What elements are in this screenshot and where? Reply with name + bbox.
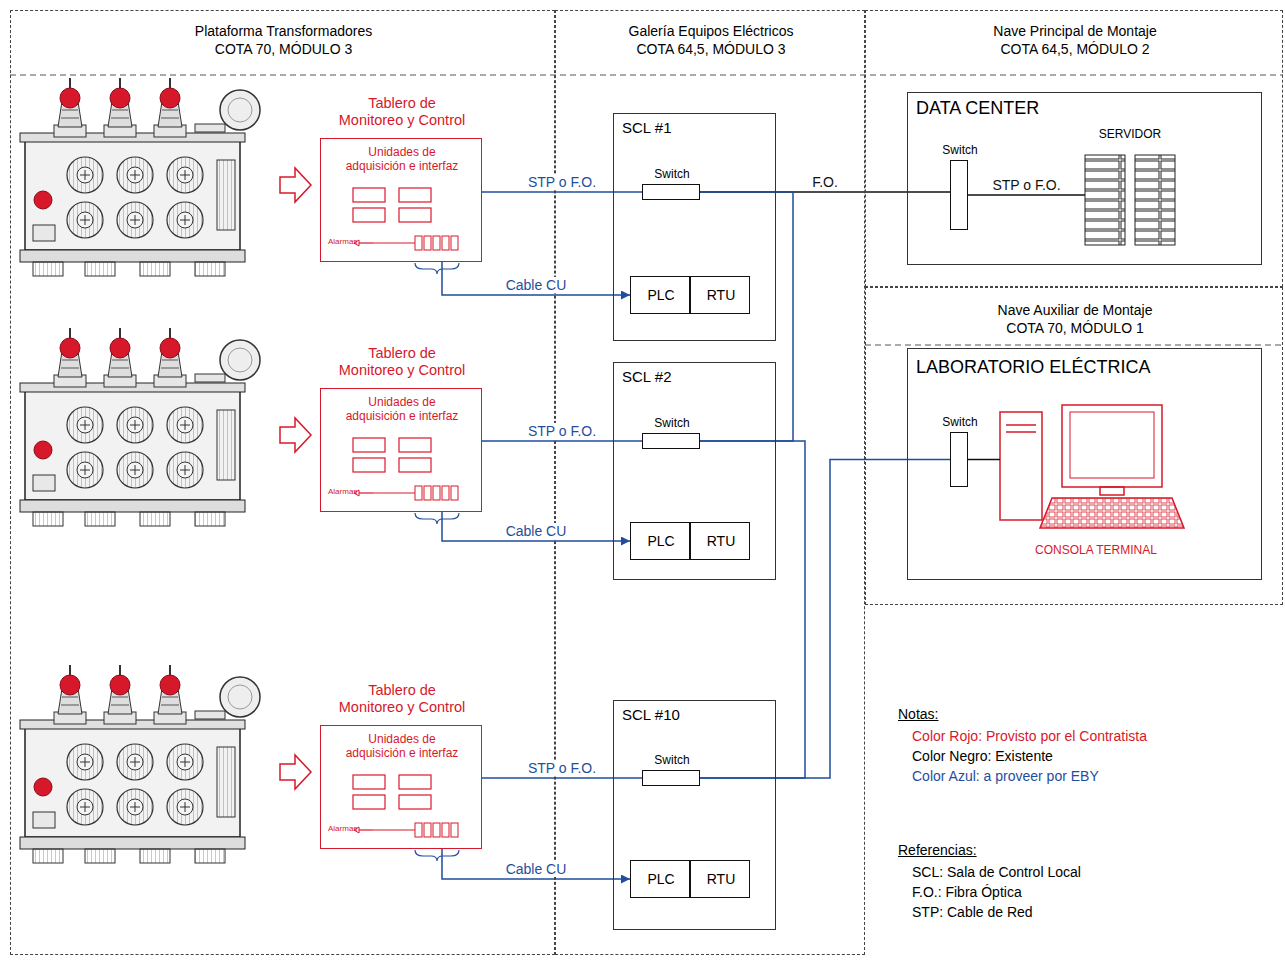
connector-line <box>442 262 630 295</box>
area-region: SwitchCONSOLA TERMINALLABORATORIO ELÉCTR… <box>865 287 1283 605</box>
alarm-label: Alarmas <box>328 237 357 247</box>
connector-label: STP o F.O. <box>526 760 598 776</box>
node-title: Plataforma Transformadores <box>11 23 556 40</box>
network-switch: Switch <box>950 432 968 487</box>
alarm-label: Alarmas <box>328 824 357 834</box>
node-title: RTU <box>691 287 751 304</box>
controller-box: RTU <box>690 860 750 898</box>
connector-label: Cable CU <box>504 523 569 539</box>
connector-label: STP o F.O. <box>990 177 1062 193</box>
room-box: SwitchCONSOLA TERMINALLABORATORIO ELÉCTR… <box>907 348 1262 580</box>
connector-line <box>442 512 630 541</box>
server-rack <box>1085 155 1125 245</box>
node-title: Galería Equipos Eléctricos <box>556 23 866 40</box>
equipment-figure: CONSOLA TERMINAL <box>1000 405 1192 530</box>
area-region: Tablero de Monitoreo y ControlUnidades d… <box>10 10 555 955</box>
node-title: SCL #1 <box>622 119 742 137</box>
node-title: SCL #10 <box>622 706 742 724</box>
legend-text: Color Negro: Existente <box>912 748 1053 764</box>
connector-label: F.O. <box>810 174 840 190</box>
node-title: PLC <box>631 287 691 304</box>
connector-line <box>968 194 1085 196</box>
node-subtitle: COTA 70, MÓDULO 1 <box>866 320 1284 337</box>
connector-line <box>482 777 642 779</box>
connector-line <box>482 440 642 442</box>
connector-line <box>442 849 630 879</box>
area-region: SwitchSERVIDORDATA CENTERNave Principal … <box>865 10 1283 287</box>
node-title: Switch <box>632 416 712 430</box>
node-subtitle: COTA 64,5, MÓDULO 2 <box>866 41 1284 58</box>
connector-label: Cable CU <box>504 861 569 877</box>
controller-box: PLC <box>630 276 690 314</box>
legend-text: Color Rojo: Provisto por el Contratista <box>912 728 1147 744</box>
node-title: Nave Principal de Montaje <box>866 23 1284 40</box>
alarm-label: Alarmas <box>328 487 357 497</box>
note-text: Referencias: <box>898 842 977 859</box>
node-title: RTU <box>691 871 751 888</box>
note-text: Notas: <box>898 706 938 723</box>
node-title: SCL #2 <box>622 368 742 386</box>
controller-box: RTU <box>690 522 750 560</box>
node-title: CONSOLA TERMINAL <box>985 543 1207 557</box>
node-title: Switch <box>925 415 995 429</box>
console-figure <box>1000 405 1184 528</box>
control-room: SwitchPLCRTU SCL #2 <box>613 362 776 580</box>
controller-box: RTU <box>690 276 750 314</box>
area-region: SwitchPLCRTUSCL #1SwitchPLCRTUSCL #2Swit… <box>555 10 865 955</box>
node-title: Switch <box>632 753 712 767</box>
node-title: Tablero de Monitoreo y Control <box>327 682 477 717</box>
node-subtitle: Unidades de adquisición e interfaz <box>327 145 477 174</box>
server-rack <box>1135 155 1175 245</box>
node-subtitle: COTA 70, MÓDULO 3 <box>11 41 556 58</box>
node-subtitle: Unidades de adquisición e interfaz <box>327 732 477 761</box>
node-title: LABORATORIO ELÉCTRICA <box>916 357 1216 379</box>
connector-label: STP o F.O. <box>526 423 598 439</box>
network-switch: Switch <box>642 184 700 200</box>
network-switch: Switch <box>642 433 700 449</box>
node-subtitle: COTA 64,5, MÓDULO 3 <box>556 41 866 58</box>
legend-text: Color Azul: a proveer por EBY <box>912 768 1099 784</box>
controller-box: PLC <box>630 522 690 560</box>
node-title: Switch <box>632 167 712 181</box>
connector-line <box>482 191 642 193</box>
controller-box: PLC <box>630 860 690 898</box>
node-title: Switch <box>925 143 995 157</box>
node-subtitle: Unidades de adquisición e interfaz <box>327 395 477 424</box>
connector-label: Cable CU <box>504 277 569 293</box>
room-box: SwitchSERVIDORDATA CENTER <box>907 92 1262 265</box>
note-text: SCL: Sala de Control Local <box>912 864 1081 881</box>
node-title: Nave Auxiliar de Montaje <box>866 302 1284 319</box>
note-text: F.O.: Fibra Óptica <box>912 884 1022 901</box>
node-title: Tablero de Monitoreo y Control <box>327 345 477 380</box>
connector-line <box>700 192 793 441</box>
node-title: RTU <box>691 533 751 550</box>
legend-entry: Color Azul: a proveer por EBY <box>912 768 1099 785</box>
node-title: SERVIDOR <box>1080 127 1180 141</box>
equipment-figure: SERVIDOR <box>1085 155 1175 245</box>
legend-entry: Color Negro: Existente <box>912 748 1053 765</box>
network-switch: Switch <box>642 770 700 786</box>
node-title: DATA CENTER <box>916 98 1166 120</box>
legend-entry: Color Rojo: Provisto por el Contratista <box>912 728 1147 745</box>
note-text: STP: Cable de Red <box>912 904 1033 921</box>
connector-line <box>968 459 1000 461</box>
connector-line <box>700 441 805 778</box>
node-title: Tablero de Monitoreo y Control <box>327 95 477 130</box>
node-title: PLC <box>631 533 691 550</box>
node-title: PLC <box>631 871 691 888</box>
network-switch: Switch <box>950 160 968 230</box>
control-room: SwitchPLCRTU SCL #1 <box>613 113 776 341</box>
connector-label: STP o F.O. <box>526 174 598 190</box>
control-room: SwitchPLCRTU SCL #10 <box>613 700 776 930</box>
